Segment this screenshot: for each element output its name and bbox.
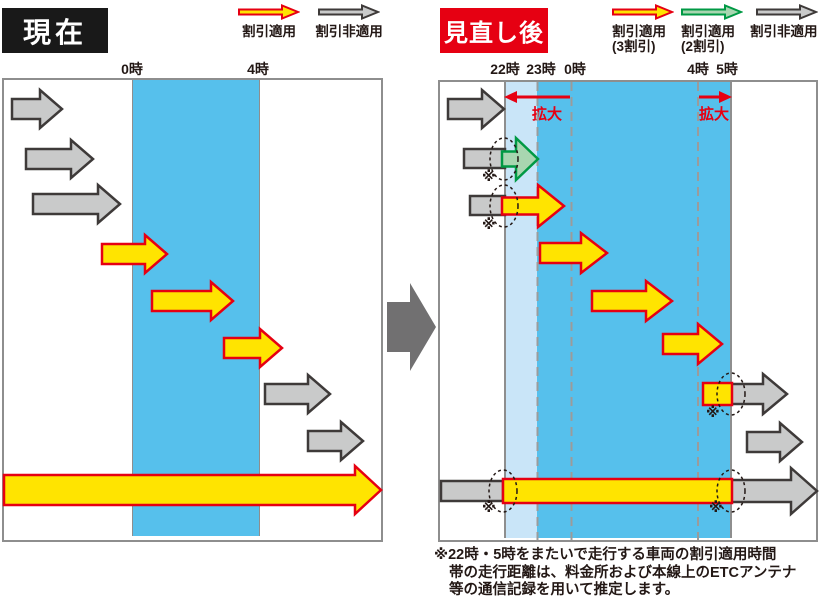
discount-arrow-icon (238, 4, 300, 20)
footnote-line: 帯の走行距離は、料金所および本線上のETCアンテナ (449, 564, 797, 581)
time-label-23: 23時 (526, 61, 556, 77)
discount-band-22-23 (504, 82, 539, 538)
expand-label-right: 拡大 (698, 106, 730, 123)
legend-item-no-discount-revised: 割引非適用 (750, 4, 824, 39)
revised-title: 見直し後 (440, 8, 548, 53)
no-discount-arrow-icon (318, 4, 380, 20)
discount-30-arrow-icon (612, 4, 674, 20)
discount-band-23-5 (537, 82, 732, 538)
legend-item-no-discount: 割引非適用 (312, 4, 386, 39)
current-title: 現在 (2, 8, 108, 53)
footnote-marker: ※ (706, 404, 720, 420)
time-label-22: 22時 (490, 61, 520, 77)
time-label-4-revised: 4時 (687, 61, 709, 77)
legend-label: 割引非適用 (750, 24, 818, 39)
footnote-line: ※22時・5時をまたいで走行する車両の割引適用時間 (434, 547, 777, 563)
footnote-marker: ※ (482, 499, 496, 515)
discount-20-arrow-icon (681, 4, 743, 20)
time-label-0: 0時 (121, 61, 143, 77)
legend-item-discount-20: 割引適用 (2割引) (681, 4, 743, 54)
footnote-marker: ※ (482, 216, 496, 232)
time-label-4: 4時 (247, 61, 269, 77)
legend-item-discount-30: 割引適用 (3割引) (612, 4, 674, 54)
legend-label: 割引適用 (612, 24, 666, 39)
expand-label-left: 拡大 (531, 106, 563, 123)
time-label-0-revised: 0時 (564, 61, 586, 77)
footnote-marker: ※ (709, 499, 723, 515)
footnote-marker: ※ (482, 168, 496, 184)
legend-label: 割引適用 (681, 24, 735, 39)
legend-sublabel: (3割引) (612, 39, 656, 54)
legend-sublabel: (2割引) (681, 39, 725, 54)
footnote: ※22時・5時をまたいで走行する車両の割引適用時間 帯の走行距離は、料金所および… (434, 547, 824, 600)
legend-item-discount: 割引適用 (238, 4, 300, 39)
footnote-line: 等の通信記録を用いて推定します。 (449, 582, 680, 598)
discount-band-current (132, 80, 260, 536)
legend-label: 割引非適用 (315, 24, 383, 39)
transition-arrow (387, 283, 436, 371)
legend-label: 割引適用 (242, 24, 296, 39)
time-label-5: 5時 (716, 61, 738, 77)
no-discount-arrow-icon (756, 4, 818, 20)
